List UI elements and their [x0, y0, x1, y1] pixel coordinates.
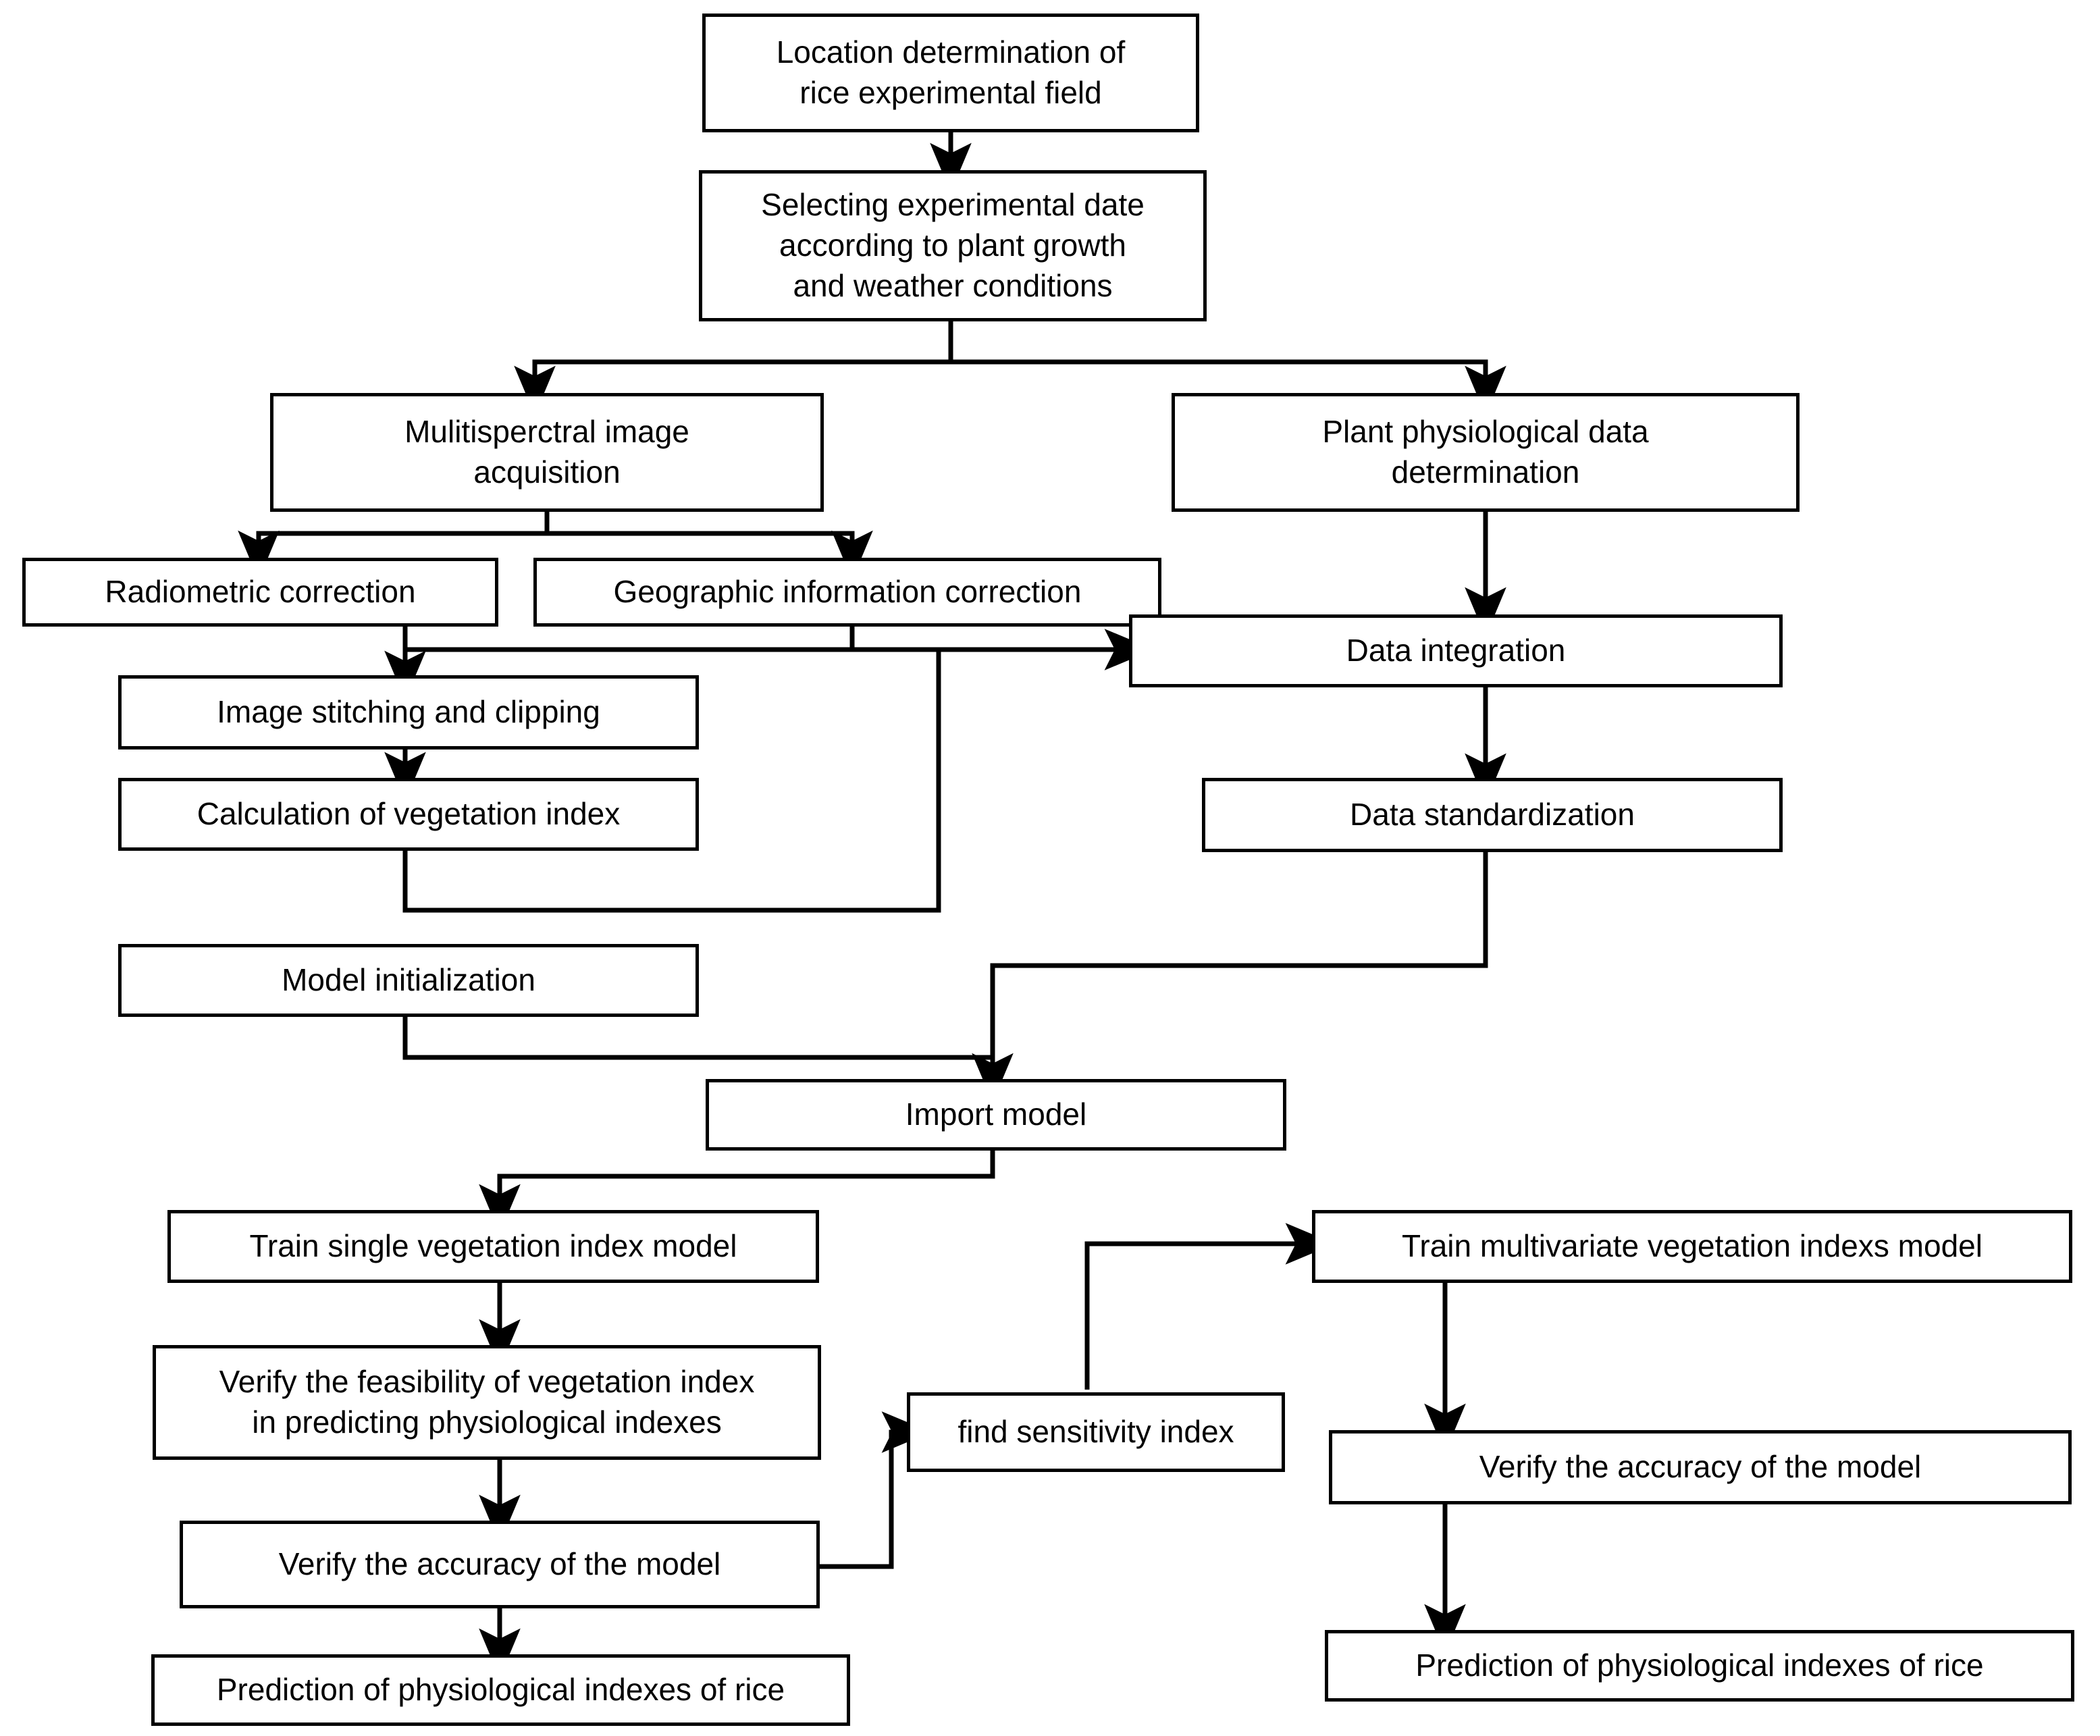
edge-multispectral-to-radiometric [238, 530, 547, 581]
node-verify-feasibility[interactable]: Verify the feasibility of vegetation ind… [153, 1345, 821, 1460]
node-data-integration-label: Data integration [1346, 633, 1566, 668]
node-verify-accuracy-right[interactable]: Verify the accuracy of the model [1329, 1430, 2072, 1504]
node-radiometric-correction[interactable]: Radiometric correction [22, 558, 498, 627]
node-calculation-vegetation-index-label: Calculation of vegetation index [196, 796, 621, 832]
node-model-initialization[interactable]: Model initialization [118, 944, 699, 1017]
node-prediction-left[interactable]: Prediction of physiological indexes of r… [151, 1654, 850, 1726]
node-verify-accuracy-left[interactable]: Verify the accuracy of the model [180, 1521, 820, 1608]
node-prediction-right-label: Prediction of physiological indexes of r… [1415, 1648, 1984, 1683]
edge-selecting-to-multispectral [514, 359, 951, 416]
node-import-model-label: Import model [905, 1097, 1087, 1132]
node-location-determination[interactable]: Location determination of rice experimen… [702, 14, 1199, 132]
node-train-single[interactable]: Train single vegetation index model [167, 1210, 819, 1283]
node-plant-physiological[interactable]: Plant physiological data determination [1172, 393, 1800, 512]
node-verify-feasibility-label: Verify the feasibility of vegetation ind… [219, 1364, 755, 1440]
node-verify-accuracy-left-label: Verify the accuracy of the model [278, 1546, 721, 1582]
node-plant-physiological-label: Plant physiological data determination [1322, 414, 1649, 490]
node-image-stitching[interactable]: Image stitching and clipping [118, 675, 699, 749]
edge-radiometric-elbow [402, 627, 1148, 652]
node-geographic-correction-label: Geographic information correction [613, 574, 1082, 610]
node-location-determination-label: Location determination of rice experimen… [776, 34, 1126, 110]
edge-multispectral-to-geographic [547, 530, 873, 581]
node-import-model[interactable]: Import model [706, 1079, 1286, 1151]
node-verify-accuracy-right-label: Verify the accuracy of the model [1479, 1449, 1922, 1485]
edge-modelinit-to-import [402, 1016, 993, 1060]
edge-import-to-trainsingle [479, 1149, 995, 1234]
node-multispectral-acquisition-label: Mulitisperctral image acquisition [404, 414, 689, 490]
node-selecting-date-label: Selecting experimental date according to… [761, 187, 1145, 303]
node-find-sensitivity-label: find sensitivity index [957, 1414, 1234, 1450]
edge-selecting-to-plant [951, 359, 1506, 416]
node-prediction-right[interactable]: Prediction of physiological indexes of r… [1325, 1630, 2074, 1702]
node-calculation-vegetation-index[interactable]: Calculation of vegetation index [118, 778, 699, 851]
edge-standardization-to-import [972, 852, 1488, 1103]
node-image-stitching-label: Image stitching and clipping [217, 694, 600, 730]
edge-accuracyleft-to-sensitivity [819, 1411, 932, 1569]
node-train-multivariate[interactable]: Train multivariate vegetation indexs mod… [1312, 1210, 2072, 1283]
node-model-initialization-label: Model initialization [282, 962, 535, 998]
node-selecting-date[interactable]: Selecting experimental date according to… [699, 170, 1207, 321]
node-prediction-left-label: Prediction of physiological indexes of r… [216, 1672, 785, 1708]
node-data-standardization[interactable]: Data standardization [1202, 778, 1783, 852]
node-data-standardization-label: Data standardization [1350, 797, 1635, 833]
node-find-sensitivity[interactable]: find sensitivity index [907, 1392, 1285, 1472]
node-geographic-correction[interactable]: Geographic information correction [533, 558, 1161, 627]
node-data-integration[interactable]: Data integration [1129, 614, 1783, 687]
edge-sensitivity-to-trainmulti [1084, 1223, 1336, 1390]
node-train-single-label: Train single vegetation index model [249, 1228, 737, 1264]
node-multispectral-acquisition[interactable]: Mulitisperctral image acquisition [270, 393, 824, 512]
node-train-multivariate-label: Train multivariate vegetation indexs mod… [1402, 1228, 1983, 1264]
node-radiometric-correction-label: Radiometric correction [105, 574, 416, 610]
